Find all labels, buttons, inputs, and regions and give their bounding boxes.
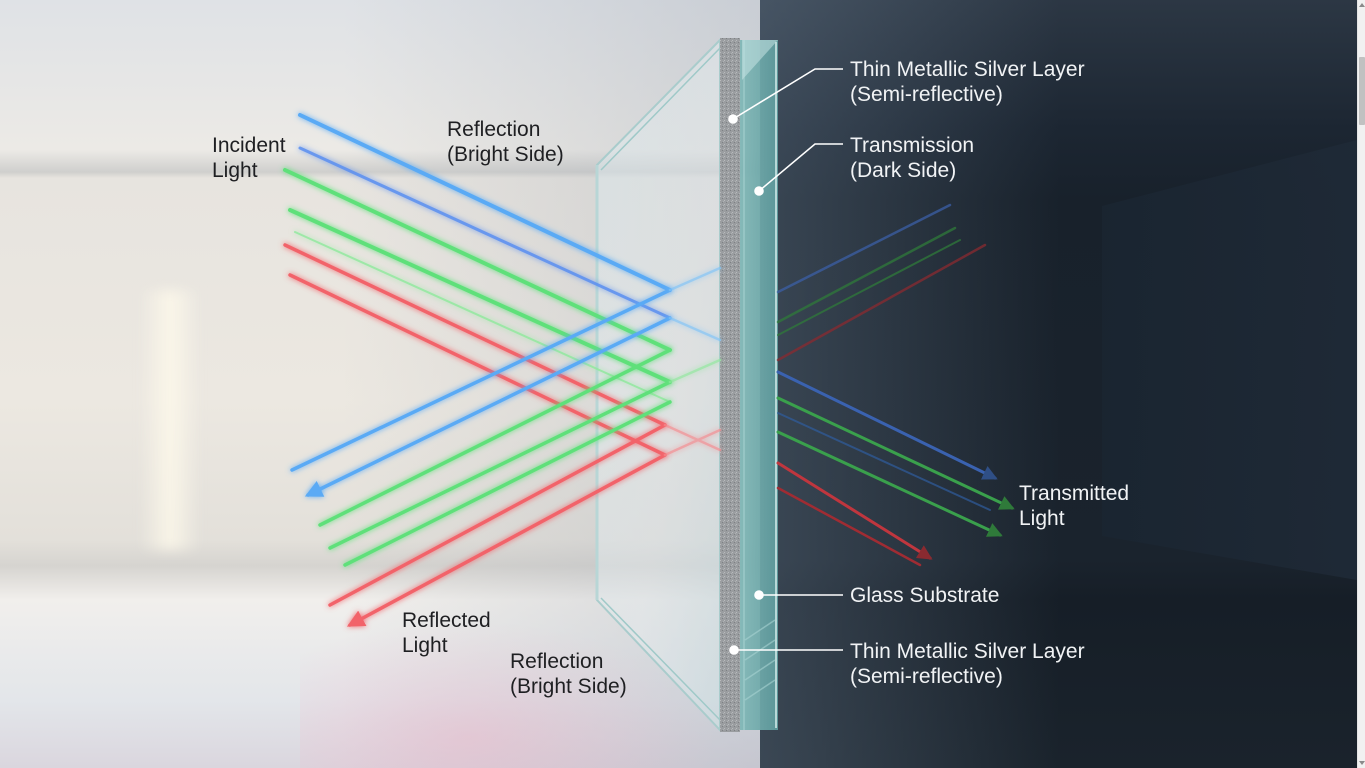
vertical-scrollbar[interactable]	[1357, 0, 1365, 768]
label-line: Light	[402, 634, 448, 657]
label-line: Reflected	[402, 609, 491, 632]
label-transmission-dark-side: Transmission (Dark Side)	[850, 133, 974, 183]
dark-room-back-wall	[1102, 140, 1357, 580]
label-line: (Semi-reflective)	[850, 83, 1003, 106]
dark-side-faint-beams	[776, 203, 987, 362]
label-line: (Bright Side)	[447, 143, 564, 166]
label-line: (Dark Side)	[850, 159, 957, 182]
label-silver-layer-top: Thin Metallic Silver Layer (Semi-reflect…	[850, 57, 1085, 107]
dark-room-glow	[760, 0, 1060, 768]
label-reflection-bright-side-top: Reflection (Bright Side)	[447, 117, 564, 167]
label-line: Light	[1019, 507, 1065, 530]
label-line: Reflection	[447, 118, 541, 141]
reflected-beams	[290, 288, 672, 627]
label-reflection-bright-side-bottom: Reflection (Bright Side)	[510, 649, 627, 699]
label-glass-substrate: Glass Substrate	[850, 583, 999, 608]
glass-substrate-edge	[740, 40, 778, 730]
scroll-up-arrow-icon[interactable]	[1359, 3, 1365, 7]
label-reflected-light: Reflected Light	[402, 608, 491, 658]
label-line: Thin Metallic Silver Layer	[850, 640, 1085, 663]
glass-front-face	[596, 37, 721, 733]
label-line: Transmitted	[1019, 482, 1130, 505]
scroll-down-arrow-icon[interactable]	[1359, 761, 1365, 765]
incident-beams	[283, 113, 672, 457]
label-line: (Bright Side)	[510, 675, 627, 698]
label-incident-light: Incident Light	[212, 133, 286, 183]
label-line: Light	[212, 159, 258, 182]
label-silver-layer-bottom: Thin Metallic Silver Layer (Semi-reflect…	[850, 639, 1085, 689]
label-line: (Semi-reflective)	[850, 665, 1003, 688]
silver-layer-edge	[720, 38, 740, 732]
label-line: Thin Metallic Silver Layer	[850, 58, 1085, 81]
transmitted-beams	[776, 370, 1015, 567]
label-line: Incident	[212, 134, 286, 157]
label-line: Reflection	[510, 650, 604, 673]
label-line: Glass Substrate	[850, 584, 1000, 607]
callout-leaders	[728, 68, 843, 655]
scrollbar-thumb[interactable]	[1359, 57, 1365, 125]
label-line: Transmission	[850, 134, 975, 157]
sunlight-patch	[140, 290, 200, 550]
label-transmitted-light: Transmitted Light	[1019, 481, 1129, 531]
